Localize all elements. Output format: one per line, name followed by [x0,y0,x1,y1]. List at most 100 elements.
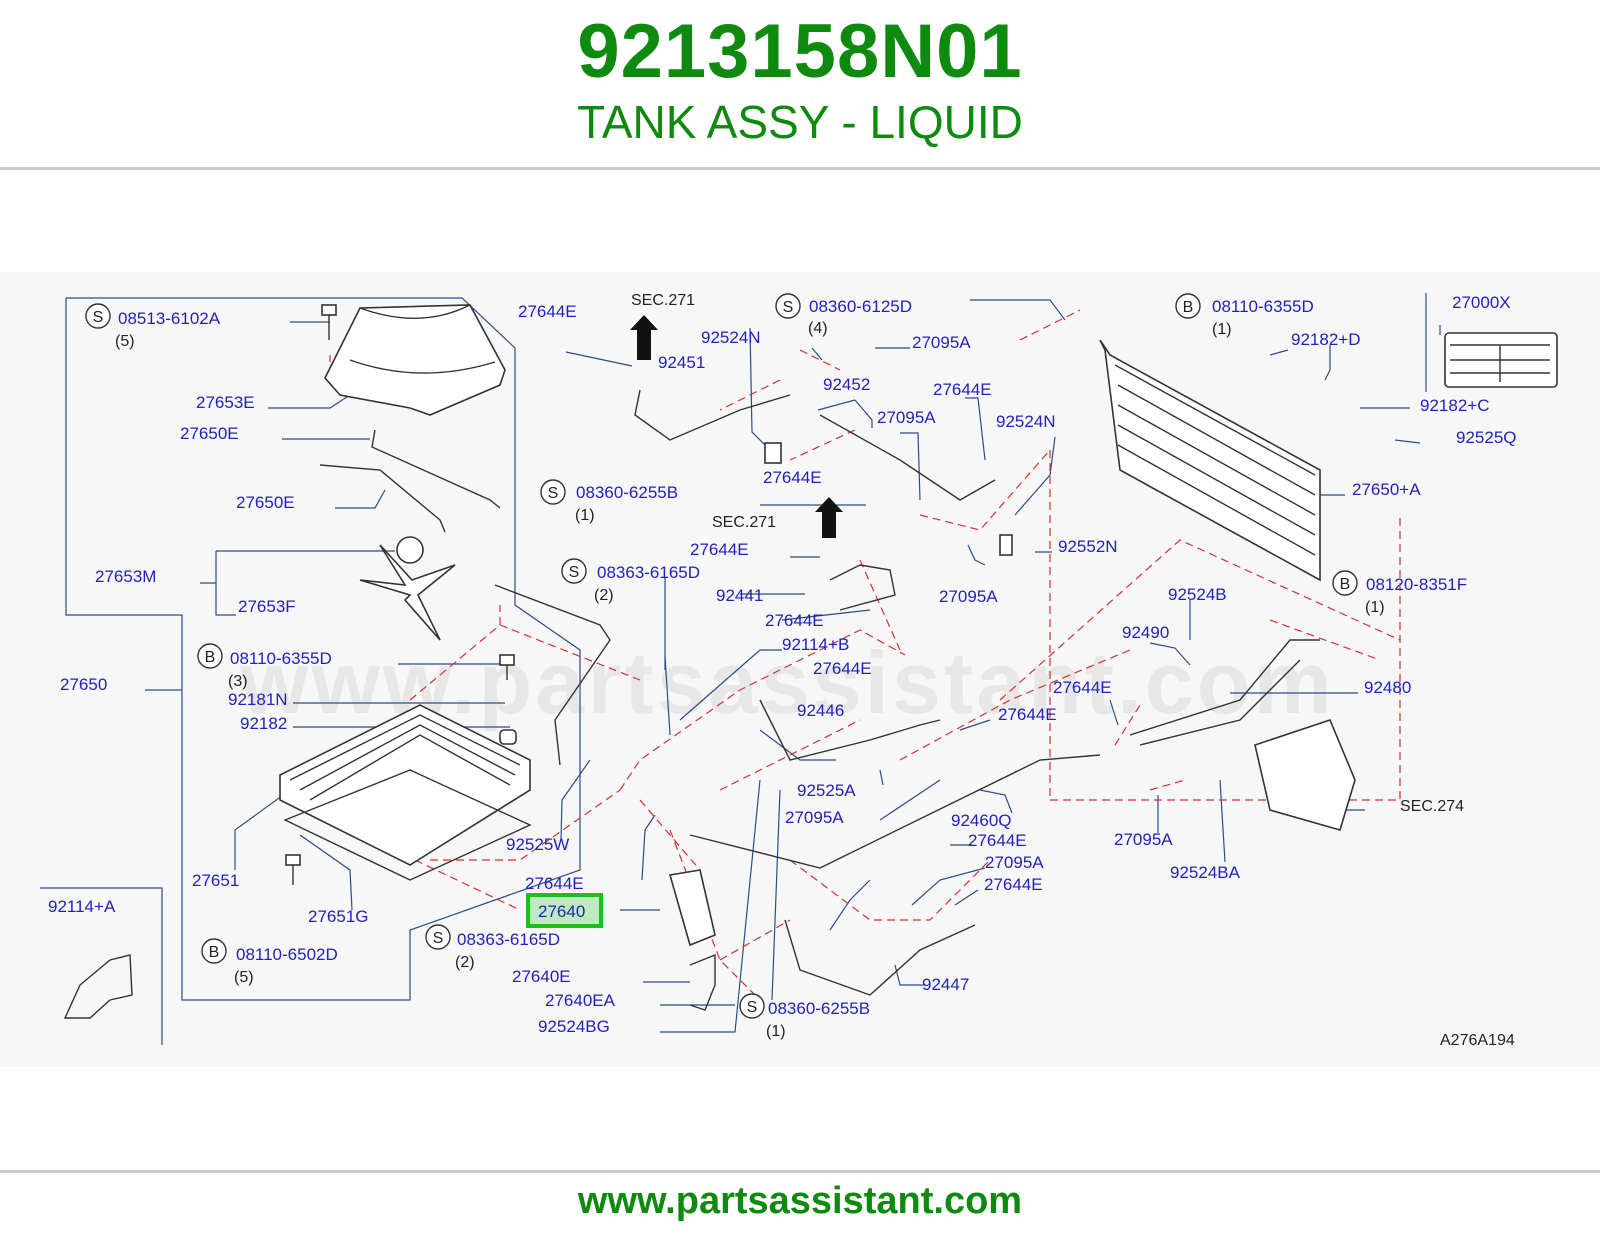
part-label[interactable]: 92525Q [1456,428,1517,447]
marker-letter: B [1340,576,1351,593]
quantity-label: (1) [1212,321,1232,338]
part-label[interactable]: 27095A [912,333,971,352]
diagram-code: A276A194 [1440,1032,1515,1049]
part-label[interactable]: 92552N [1058,537,1118,556]
part-label[interactable]: 92446 [797,701,844,720]
marker-circle [1175,293,1201,319]
part-label[interactable]: 92447 [922,975,969,994]
part-label[interactable]: 27650 [60,675,107,694]
marker-circle [739,993,765,1019]
fan-shroud-icon [324,304,506,416]
part-label[interactable]: 27650E [236,493,295,512]
part-label[interactable]: 92182+D [1291,330,1360,349]
part-label[interactable]: 08360-6255B [768,999,870,1018]
part-label[interactable]: 27095A [1114,830,1173,849]
part-label[interactable]: 92524BA [1170,863,1241,882]
part-label[interactable]: 92182 [240,714,287,733]
part-label[interactable]: 08120-8351F [1366,575,1467,594]
marker-letter: S [93,309,104,326]
part-label[interactable]: 92114+B [782,635,849,654]
part-label[interactable]: 27095A [939,587,998,606]
part-label[interactable]: 27644E [763,468,822,487]
marker-letter: S [548,485,559,502]
part-label[interactable]: 08363-6165D [597,563,700,582]
part-label[interactable]: 92524N [996,412,1056,431]
part-label[interactable]: 92524N [701,328,761,347]
part-label[interactable]: 92441 [716,586,763,605]
part-label[interactable]: 08360-6125D [809,297,912,316]
part-label[interactable]: 92525A [797,781,856,800]
part-label[interactable]: 27644E [813,659,872,678]
part-label[interactable]: 27644E [765,611,824,630]
part-label[interactable]: 08513-6102A [118,309,221,328]
parts-diagram: www.partsassistant.com [0,272,1600,1067]
highlight-box [526,893,603,928]
compressor-icon [1254,719,1356,831]
part-label[interactable]: 27644E [1053,678,1112,697]
part-label[interactable]: 27644E [525,874,584,893]
part-label[interactable]: 92451 [658,353,705,372]
bracket-icon [63,954,133,1019]
part-label[interactable]: 92480 [1364,678,1411,697]
part-label[interactable]: 27644E [968,831,1027,850]
part-label[interactable]: 92524B [1168,585,1227,604]
fan-motor-icon [396,536,424,564]
part-label[interactable]: 08110-6502D [236,945,338,964]
part-label[interactable]: 27644E [998,705,1057,724]
part-label[interactable]: 27095A [785,808,844,827]
quantity-label: SEC.274 [1400,798,1464,815]
marker-letter: B [205,649,216,666]
part-label[interactable]: 27644E [690,540,749,559]
marker-circle [561,558,587,584]
marker-circle [201,938,227,964]
part-label[interactable]: 27640E [512,967,571,986]
part-label[interactable]: 92182+C [1420,396,1489,415]
part-label[interactable]: 27651G [308,907,369,926]
part-label[interactable]: 27644E [933,380,992,399]
part-label[interactable]: 08110-6355D [230,649,332,668]
header: 9213158N01 TANK ASSY - LIQUID [0,0,1600,168]
bracket-bar-icon [371,429,501,509]
part-label[interactable]: 92490 [1122,623,1169,642]
part-label[interactable]: 92525W [506,835,569,854]
marker-circle [1332,570,1358,596]
part-label[interactable]: 08110-6355D [1212,297,1314,316]
part-label[interactable]: 27000X [1452,293,1511,312]
part-label[interactable]: 27644E [984,875,1043,894]
part-label[interactable]: 92114+A [48,897,116,916]
part-label[interactable]: 27653M [95,567,156,586]
part-label[interactable]: 92460Q [951,811,1012,830]
part-number: 9213158N01 [577,9,1023,94]
marker-letter: B [209,944,220,961]
part-label[interactable]: 92452 [823,375,870,394]
part-label[interactable]: 27653F [238,597,296,616]
part-label[interactable]: 27653E [196,393,255,412]
part-label[interactable]: 92181N [228,690,288,709]
footer-divider [0,1170,1600,1173]
quantity-label: SEC.271 [631,292,695,309]
suction-hose-icon [634,389,791,441]
highlighted-part-label[interactable]: 27640 [538,902,585,921]
part-label[interactable]: 27651 [192,871,239,890]
part-label[interactable]: 92524BG [538,1017,610,1036]
quantity-label: (1) [575,507,595,524]
part-label[interactable]: 08360-6255B [576,483,678,502]
part-drawings [63,304,1558,1019]
part-label[interactable]: 27650+A [1352,480,1421,499]
quantity-label: SEC.271 [712,514,776,531]
part-label[interactable]: 08363-6165D [457,930,560,949]
part-label[interactable]: 27640EA [545,991,616,1010]
part-label[interactable]: 27644E [518,302,577,321]
marker-letter: S [433,930,444,947]
high-pressure-hose-icon [1129,639,1320,736]
part-label[interactable]: 27095A [877,408,936,427]
quantity-label: (3) [228,673,248,690]
part-label[interactable]: 27650E [180,424,239,443]
part-label[interactable]: 27095A [985,853,1044,872]
liquid-pipe-icon [689,754,1101,869]
footer-url[interactable]: www.partsassistant.com [577,1180,1023,1222]
fan-blade-icon [359,544,456,641]
quantity-label: (1) [766,1023,786,1040]
marker-letter: S [747,999,758,1016]
